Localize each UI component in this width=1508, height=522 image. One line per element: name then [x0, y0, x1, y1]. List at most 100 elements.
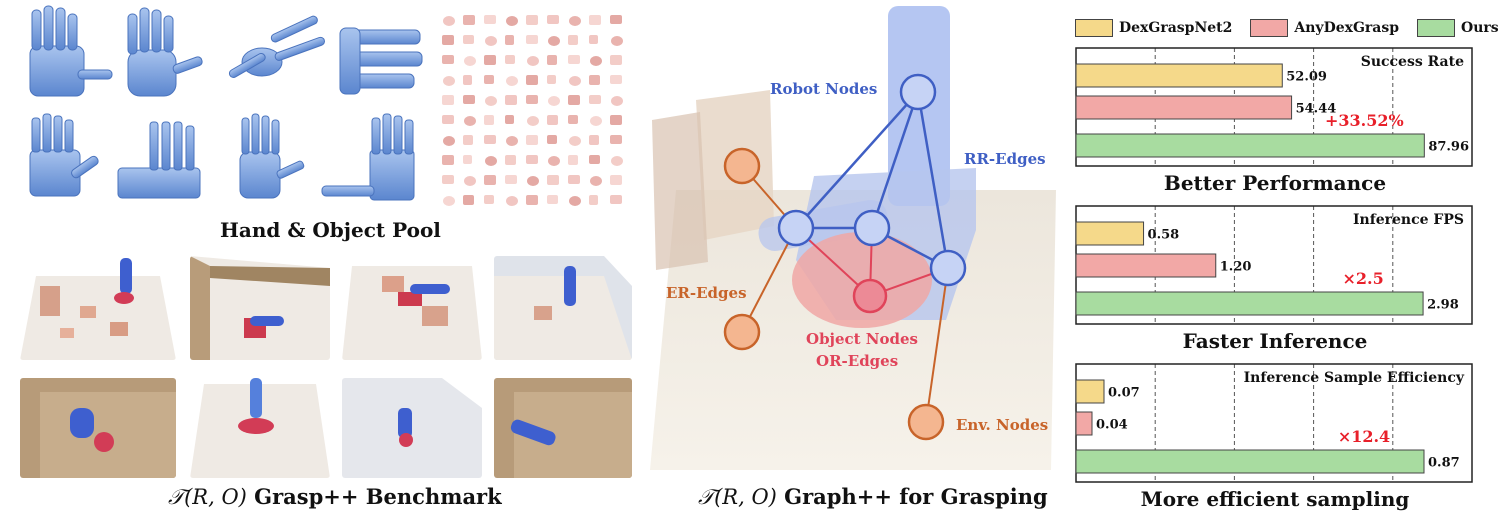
- benchmark-caption: 𝒯(R, O) Grasp++ Benchmark: [168, 484, 502, 510]
- object-thumbnail: [568, 115, 578, 124]
- robot-hand-icon: [29, 113, 99, 197]
- bar: [1075, 291, 1424, 316]
- label-or-edges: OR-Edges: [816, 352, 898, 370]
- pool-caption: Hand & Object Pool: [220, 218, 441, 242]
- object-thumbnail: [463, 35, 474, 44]
- robot-hand-icon: [321, 113, 415, 201]
- robot-node: [853, 209, 891, 247]
- object-thumbnail: [547, 15, 559, 24]
- object-thumbnail: [547, 115, 558, 125]
- object-thumbnail: [569, 16, 581, 26]
- object-thumbnail: [442, 155, 454, 165]
- object-thumbnail: [463, 75, 472, 85]
- object-thumbnail: [527, 116, 539, 126]
- object-thumbnail: [610, 195, 622, 204]
- benchmark-scene: [190, 378, 330, 478]
- object-thumbnail: [548, 36, 560, 46]
- legend-label: AnyDexGrasp: [1294, 20, 1400, 36]
- object-thumbnail: [547, 195, 558, 204]
- object-thumbnail: [548, 96, 560, 106]
- object-thumbnail: [568, 175, 580, 184]
- legend-item: Ours: [1417, 19, 1499, 37]
- benchmark-caption-text: Grasp++ Benchmark: [254, 484, 502, 509]
- object-thumbnail: [442, 95, 454, 105]
- object-thumbnail: [442, 55, 454, 64]
- label-object-nodes: Object Nodes: [806, 330, 918, 348]
- chart-inner-label: Inference FPS: [1353, 212, 1464, 228]
- bar-annotation: ×2.5: [1342, 269, 1383, 288]
- robot-hand-icon: [339, 27, 423, 95]
- object-thumbnail: [589, 15, 601, 25]
- object-thumbnail: [590, 116, 602, 126]
- legend-swatch: [1075, 19, 1113, 37]
- object-thumbnail: [590, 176, 602, 186]
- bar-annotation: ×12.4: [1338, 427, 1390, 446]
- chart-title-inference: Faster Inference: [1182, 329, 1368, 353]
- object-thumbnail: [484, 75, 494, 84]
- object-thumbnail: [506, 136, 518, 146]
- bar-annotation: +33.52%: [1325, 111, 1404, 130]
- object-thumbnail: [484, 195, 494, 204]
- env-node: [907, 403, 945, 441]
- object-thumbnail: [610, 135, 622, 144]
- object-thumbnail: [505, 95, 517, 105]
- object-thumbnail: [569, 136, 581, 146]
- object-thumbnail: [505, 175, 517, 184]
- object-thumbnail: [526, 155, 538, 164]
- legend-label: DexGraspNet2: [1119, 20, 1233, 36]
- bar: [1075, 379, 1105, 404]
- object-node: [852, 278, 888, 314]
- object-thumbnail: [463, 95, 475, 104]
- benchmark-scene: [494, 378, 632, 478]
- object-thumbnail: [443, 76, 455, 86]
- hand-object-pool-panel: Hand & Object Pool: [0, 0, 640, 522]
- label-robot-nodes: Robot Nodes: [770, 80, 877, 98]
- legend-label: Ours: [1461, 20, 1499, 36]
- chart-title-performance: Better Performance: [1163, 171, 1387, 195]
- object-thumbnail: [505, 55, 515, 64]
- object-thumbnail: [443, 16, 455, 26]
- object-thumbnail: [526, 95, 538, 104]
- object-thumbnail: [506, 196, 518, 206]
- object-thumbnail: [589, 75, 600, 85]
- object-thumbnail: [505, 155, 516, 165]
- chart-sample-efficiency: Inference Sample Efficiency0.070.040.87×…: [1075, 363, 1473, 483]
- object-thumbnail: [610, 175, 622, 185]
- robot-node: [899, 73, 937, 111]
- object-thumbnail: [485, 36, 497, 46]
- object-thumbnail: [568, 55, 580, 64]
- legend-item: DexGraspNet2: [1075, 19, 1232, 37]
- object-thumbnail: [506, 16, 518, 26]
- object-thumbnail: [526, 75, 538, 85]
- object-thumbnail: [463, 15, 475, 25]
- object-thumbnail: [611, 36, 623, 46]
- label-er-edges: ER-Edges: [666, 284, 747, 302]
- bar-value-label: 54.44: [1296, 102, 1337, 117]
- object-thumbnail: [463, 135, 473, 145]
- robot-hand-icon: [117, 121, 201, 199]
- robot-node: [777, 209, 815, 247]
- object-thumbnail: [464, 116, 476, 126]
- object-thumbnail: [526, 35, 538, 44]
- robot-hands-illustration: [29, 5, 423, 201]
- object-pool-grid: [442, 15, 623, 206]
- object-thumbnail: [547, 55, 557, 65]
- bar: [1075, 253, 1217, 278]
- label-env-nodes: Env. Nodes: [956, 416, 1048, 434]
- object-thumbnail: [464, 176, 476, 186]
- object-thumbnail: [506, 76, 518, 86]
- legend-item: AnyDexGrasp: [1250, 19, 1399, 37]
- object-thumbnail: [590, 56, 602, 66]
- legend-swatch: [1417, 19, 1456, 37]
- bar: [1075, 221, 1145, 246]
- object-thumbnail: [548, 156, 560, 166]
- benchmark-scene: [20, 378, 176, 478]
- robot-hand-icon: [127, 7, 203, 97]
- object-thumbnail: [484, 175, 496, 185]
- object-thumbnail: [589, 195, 598, 205]
- object-thumbnail: [505, 115, 514, 124]
- benchmark-scene: [342, 378, 482, 478]
- graph-diagram: Robot Nodes RR-Edges ER-Edges Object Nod…: [650, 6, 1056, 470]
- bar-value-label: 0.87: [1428, 456, 1460, 471]
